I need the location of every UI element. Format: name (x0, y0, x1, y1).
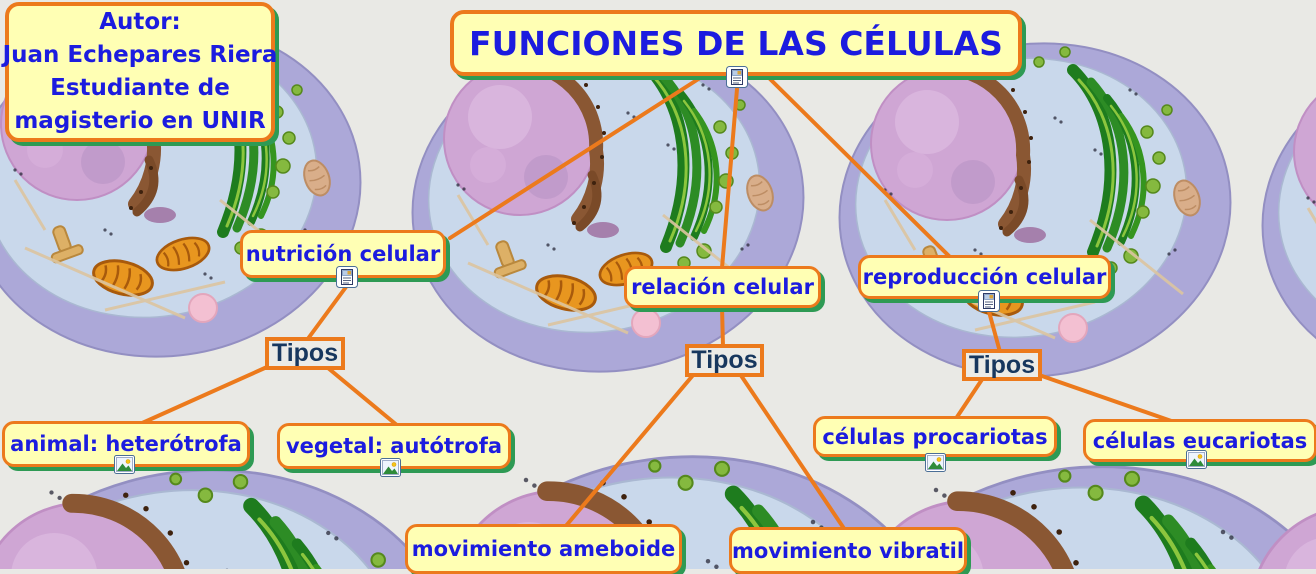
edge-title-relacion (720, 87, 739, 270)
page-title: FUNCIONES DE LAS CÉLULAS (469, 23, 1003, 63)
tipos-label: Tipos (968, 350, 1036, 379)
linking-phrase-tipos-reproduccion[interactable]: Tipos (962, 349, 1042, 381)
note-resource-icon[interactable] (726, 66, 748, 88)
node-label: reproducción celular (862, 265, 1107, 289)
linking-phrase-tipos-nutricion[interactable]: Tipos (265, 337, 345, 370)
node-movimiento-vibratil[interactable]: movimiento vibratil (729, 527, 967, 574)
author-box[interactable]: Autor: Juan Echepares Riera Estudiante d… (2, 2, 278, 142)
edge-title-reproduccion (766, 75, 952, 259)
node-label: relación celular (631, 275, 814, 299)
node-label: células eucariotas (1092, 428, 1308, 453)
tipos-label: Tipos (691, 346, 758, 374)
node-label: movimiento ameboide (411, 537, 676, 561)
author-line: magisterio en UNIR (14, 108, 266, 134)
node-label: animal: heterótrofa (10, 432, 242, 456)
node-label: células procariotas (822, 424, 1048, 449)
image-resource-icon[interactable] (925, 453, 946, 472)
note-resource-icon[interactable] (978, 290, 1000, 312)
node-celulas-procariotas[interactable]: células procariotas (813, 416, 1057, 457)
edge-nutricion-tipos (305, 285, 348, 342)
image-resource-icon[interactable] (114, 455, 135, 474)
edge-tipos-ameboide (563, 372, 696, 529)
linking-phrase-tipos-relacion[interactable]: Tipos (685, 344, 764, 377)
node-label: movimiento vibratil (731, 538, 965, 563)
node-label: nutrición celular (245, 242, 441, 266)
author-line: Estudiante de (50, 75, 230, 101)
edge-tipos-eucariotas (1040, 374, 1182, 426)
node-movimiento-ameboide[interactable]: movimiento ameboide (405, 524, 682, 574)
image-resource-icon[interactable] (380, 458, 401, 477)
tipos-label: Tipos (271, 339, 339, 367)
node-relacion-celular[interactable]: relación celular (624, 266, 821, 308)
edge-tipos-procariotas (953, 376, 985, 422)
author-line: Juan Echepares Riera (2, 42, 278, 68)
note-resource-icon[interactable] (336, 266, 358, 288)
edge-relacion-tipos (720, 304, 725, 349)
edge-tipos-vegetal (326, 366, 400, 428)
edge-reproduccion-tipos (986, 306, 1002, 354)
edge-tipos-animal (138, 365, 269, 426)
node-label: vegetal: autótrofa (285, 434, 503, 458)
image-resource-icon[interactable] (1186, 450, 1207, 469)
author-line: Autor: (99, 9, 181, 35)
edge-title-nutricion (448, 76, 702, 240)
